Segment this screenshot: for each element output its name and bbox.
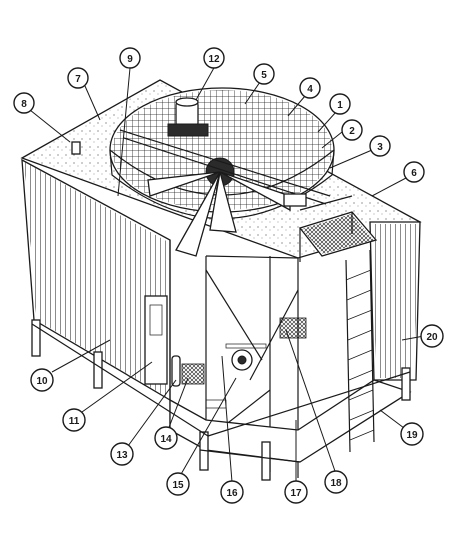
platform-handrail (299, 195, 353, 211)
callout-5: 5 (253, 63, 275, 85)
callout-14: 14 (154, 426, 178, 450)
leader-16 (221, 355, 233, 483)
leader-6 (371, 177, 407, 197)
fan-blade-1 (175, 171, 221, 257)
callout-3: 3 (369, 135, 391, 157)
brace-2 (249, 289, 299, 381)
callout-1: 1 (329, 93, 351, 115)
callout-10: 10 (30, 368, 54, 392)
callout-3-label: 3 (377, 142, 383, 153)
leader-14 (167, 377, 189, 431)
callout-16: 16 (220, 480, 244, 504)
ladder-rail-left (345, 259, 351, 453)
access-door-panel (149, 304, 163, 336)
makeup-valve (171, 355, 181, 387)
motor-cap (175, 97, 199, 107)
vent-fitting (71, 141, 81, 155)
callout-9-label: 9 (127, 54, 133, 65)
drive-shaft-box (283, 193, 307, 207)
callout-11-label: 11 (69, 416, 80, 427)
leader-3 (329, 149, 373, 169)
callout-16-label: 16 (226, 488, 238, 499)
frame-top-beam (205, 255, 299, 259)
callout-10-label: 10 (36, 376, 48, 387)
access-platform (298, 195, 378, 453)
leader-13 (127, 379, 177, 447)
fan-support-beam (119, 129, 331, 197)
outlet-rim (225, 343, 267, 349)
callout-1-label: 1 (337, 100, 343, 111)
leader-15 (179, 377, 237, 477)
right-wall-slats (372, 224, 418, 378)
leader-9 (117, 67, 131, 197)
callout-19: 19 (400, 422, 424, 446)
fan-support-beam-2 (123, 137, 327, 205)
platform-grating (302, 214, 374, 254)
leader-11 (81, 361, 153, 413)
callout-13: 13 (110, 442, 134, 466)
callout-19-label: 19 (406, 430, 418, 441)
leader-7 (84, 85, 101, 121)
callout-17: 17 (284, 480, 308, 504)
callout-9: 9 (119, 47, 141, 69)
leader-1 (317, 111, 337, 133)
callout-18-label: 18 (330, 478, 342, 489)
leader-12 (195, 65, 216, 101)
callout-7: 7 (67, 67, 89, 89)
callout-20-label: 20 (426, 332, 438, 343)
callout-8: 8 (13, 92, 35, 114)
callout-5-label: 5 (261, 70, 267, 81)
callout-20: 20 (420, 324, 444, 348)
left-wall-slats (24, 162, 168, 398)
callout-2-label: 2 (349, 126, 355, 137)
callout-18: 18 (324, 470, 348, 494)
basin-equipment (144, 295, 307, 409)
leader-8 (29, 109, 71, 143)
fan-assembly (109, 87, 335, 257)
brace-1 (205, 269, 263, 361)
fan-blade-4 (147, 171, 221, 197)
base-rail-right (207, 371, 411, 437)
leader-18 (285, 329, 337, 475)
strainer (181, 363, 205, 385)
callout-15-label: 15 (172, 480, 184, 491)
callout-6: 6 (403, 161, 425, 183)
callout-11: 11 (62, 408, 86, 432)
callouts: 1 2 3 4 5 6 7 8 9 10 11 12 13 14 15 16 1… (13, 47, 444, 504)
callout-12-label: 12 (208, 54, 220, 65)
callout-2: 2 (341, 119, 363, 141)
callout-4: 4 (299, 77, 321, 99)
ladder-rungs (345, 269, 375, 441)
access-door (144, 295, 168, 385)
leader-5 (244, 81, 261, 105)
callout-14-label: 14 (160, 434, 172, 445)
leader-10 (51, 339, 111, 373)
motor-base (167, 123, 209, 137)
callout-13-label: 13 (116, 450, 128, 461)
callout-15: 15 (166, 472, 190, 496)
leader-4 (287, 95, 306, 117)
sump-screen (279, 317, 307, 339)
callout-6-label: 6 (411, 168, 417, 179)
leader-2 (321, 131, 343, 149)
callout-8-label: 8 (21, 99, 27, 110)
leader-19 (379, 409, 405, 429)
callout-4-label: 4 (307, 84, 313, 95)
callout-7-label: 7 (75, 74, 81, 85)
callout-12: 12 (203, 47, 225, 69)
base-rail-front (199, 449, 301, 463)
base-rail-left (31, 323, 209, 437)
callout-17-label: 17 (290, 488, 302, 499)
outlet-drain (237, 355, 247, 365)
fan-blade-2 (209, 171, 237, 233)
